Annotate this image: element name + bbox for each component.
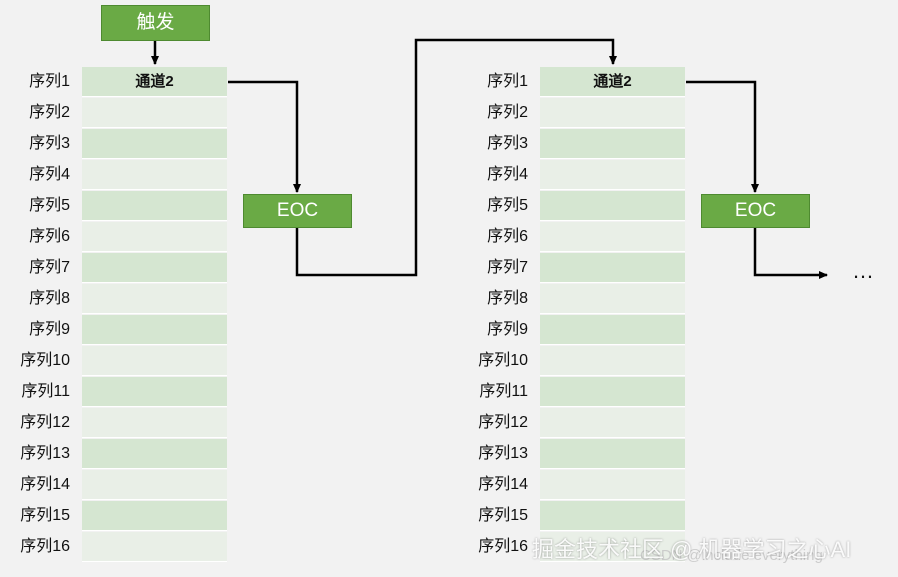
right-sequence-cell — [540, 315, 685, 345]
right-sequence-cell — [540, 346, 685, 376]
arrow-channel-to-eoc-right — [686, 80, 759, 193]
right-sequence-cell — [540, 129, 685, 159]
left-sequence-label: 序列3 — [29, 135, 70, 152]
right-sequence-cell: 通道2 — [540, 67, 685, 97]
trigger-box: 触发 — [101, 5, 210, 41]
right-sequence-label: 序列13 — [478, 445, 528, 462]
right-sequence-label: 序列4 — [487, 166, 528, 183]
left-sequence-cell — [82, 408, 227, 438]
left-sequence-cell — [82, 439, 227, 469]
right-sequence-cell — [540, 98, 685, 128]
left-sequence-cell — [82, 160, 227, 190]
left-sequence-cell — [82, 315, 227, 345]
right-sequence-label: 序列9 — [487, 321, 528, 338]
left-sequence-cell — [82, 346, 227, 376]
right-sequence-cell — [540, 284, 685, 314]
right-cell-text: 通道2 — [593, 73, 632, 90]
left-sequence-label: 序列8 — [29, 290, 70, 307]
left-sequence-label: 序列5 — [29, 197, 70, 214]
left-sequence-label: 序列10 — [20, 352, 70, 369]
right-sequence-label: 序列1 — [487, 73, 528, 90]
left-sequence-label: 序列6 — [29, 228, 70, 245]
left-sequence-cell — [82, 129, 227, 159]
continuation-ellipsis: … — [852, 258, 874, 283]
right-sequence-label: 序列3 — [487, 135, 528, 152]
eoc-box-right: EOC — [701, 194, 810, 228]
right-sequence-cell — [540, 253, 685, 283]
watermark-main: 掘金技术社区 @ 机器学习之心AI — [532, 537, 852, 562]
left-sequence-label: 序列12 — [20, 414, 70, 431]
right-sequence-label: 序列5 — [487, 197, 528, 214]
right-sequence-label: 序列6 — [487, 228, 528, 245]
left-sequence-cell — [82, 222, 227, 252]
right-sequence-label: 序列2 — [487, 104, 528, 121]
right-sequence-cell — [540, 470, 685, 500]
left-sequence-cell — [82, 501, 227, 531]
arrow-eoc-right-onward — [753, 228, 828, 279]
right-sequence-cell — [540, 532, 685, 562]
right-sequence-cell — [540, 222, 685, 252]
left-sequence-label: 序列16 — [20, 538, 70, 555]
right-sequence-cell — [540, 160, 685, 190]
right-sequence-cell — [540, 501, 685, 531]
left-sequence-label: 序列14 — [20, 476, 70, 493]
right-sequence-label: 序列11 — [479, 383, 528, 400]
right-sequence-label: 序列16 — [478, 538, 528, 555]
eoc-box-left: EOC — [243, 194, 352, 228]
left-sequence-label: 序列7 — [29, 259, 70, 276]
left-sequence-label: 序列13 — [20, 445, 70, 462]
trigger-label: 触发 — [136, 12, 175, 33]
right-sequence-label: 序列12 — [478, 414, 528, 431]
left-sequence-cell — [82, 470, 227, 500]
left-sequence-cell — [82, 98, 227, 128]
right-sequence-label: 序列7 — [487, 259, 528, 276]
left-sequence-cell — [82, 377, 227, 407]
left-sequence-cell — [82, 532, 227, 562]
left-sequence-label: 序列15 — [20, 507, 70, 524]
right-sequence-cell — [540, 408, 685, 438]
eoc-label-left: EOC — [276, 200, 319, 221]
left-sequence-label: 序列11 — [21, 383, 70, 400]
left-sequence-label: 序列2 — [29, 104, 70, 121]
right-sequence-label: 序列8 — [487, 290, 528, 307]
right-sequence-cell — [540, 439, 685, 469]
watermark-sub: CSDN @include everything — [640, 547, 823, 564]
left-sequence-label: 序列1 — [29, 73, 70, 90]
right-sequence-cell — [540, 191, 685, 221]
eoc-label-right: EOC — [734, 200, 777, 221]
right-sequence-label: 序列15 — [478, 507, 528, 524]
left-sequence-label: 序列9 — [29, 321, 70, 338]
right-sequence-label: 序列10 — [478, 352, 528, 369]
left-sequence-cell — [82, 284, 227, 314]
left-sequence-cell: 通道2 — [82, 67, 227, 97]
left-sequence-label: 序列4 — [29, 166, 70, 183]
arrow-eoc-left-to-right-table — [295, 38, 617, 277]
left-sequence-cell — [82, 191, 227, 221]
left-cell-text: 通道2 — [135, 73, 174, 90]
right-sequence-cell — [540, 377, 685, 407]
left-sequence-cell — [82, 253, 227, 283]
right-sequence-label: 序列14 — [478, 476, 528, 493]
arrow-channel-to-eoc-left — [228, 80, 301, 193]
